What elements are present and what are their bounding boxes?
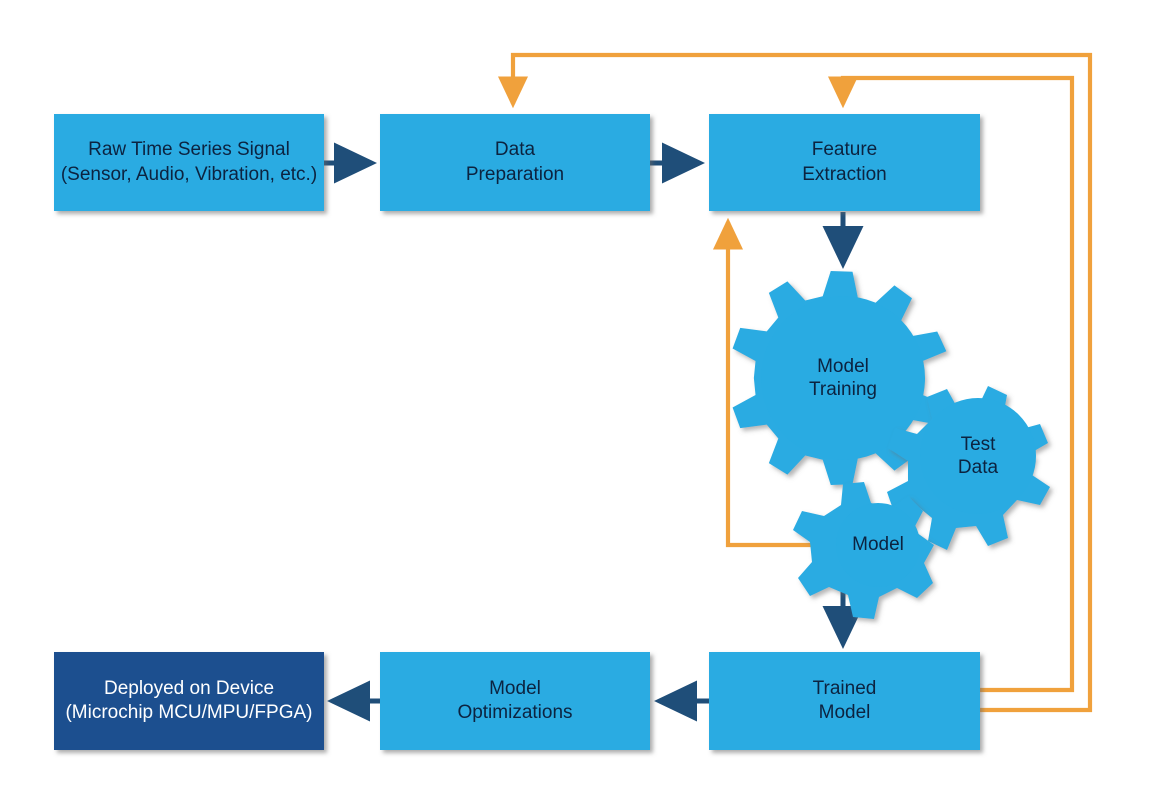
trained-model-box[interactable] [709, 652, 980, 750]
dark-blue-edges [324, 142, 864, 722]
box-group [54, 114, 980, 750]
raw-signal-box[interactable] [54, 114, 324, 211]
orange-feedback-edges [497, 52, 1093, 713]
edge-model-feedback-to-feature [712, 217, 840, 548]
feature-extraction-box[interactable] [709, 114, 980, 211]
data-preparation-box[interactable] [380, 114, 650, 211]
gear-group [732, 270, 1050, 619]
edge-trained-feedback-to-prep [497, 52, 1093, 713]
model-optimizations-box[interactable] [380, 652, 650, 750]
deployed-on-device-box[interactable] [54, 652, 324, 750]
edge-trained-feedback-to-feature [827, 75, 1075, 693]
